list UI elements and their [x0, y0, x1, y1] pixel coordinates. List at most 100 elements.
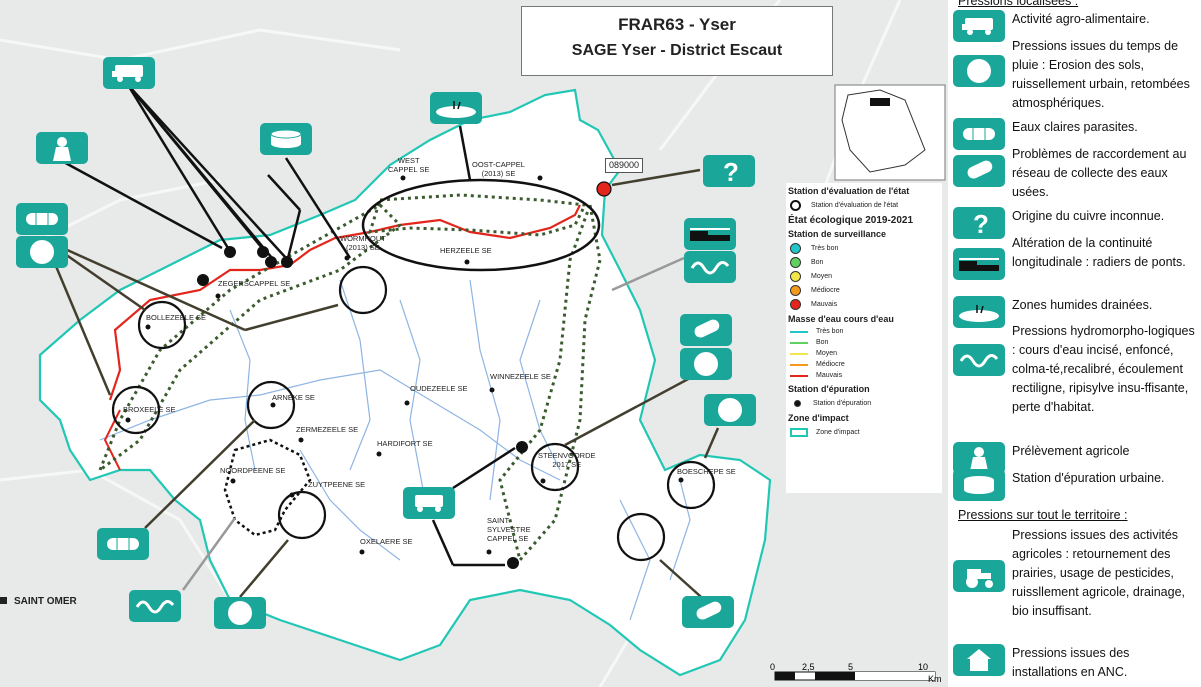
label-oost-cappel: OOST-CAPPEL (2013) SE: [472, 160, 525, 178]
basin-area: [38, 88, 772, 677]
intake-icon: [953, 442, 1005, 474]
map-subtitle: SAGE Yser - District Escaut: [571, 42, 783, 59]
section-localized-pressures: Pressions localisées :: [958, 0, 1079, 8]
map-title: FRAR63 - Yser: [618, 15, 736, 34]
label-noordpeene: NOORDPEENE SE: [220, 466, 286, 475]
legend-epur-heading: Station d'épuration: [788, 384, 870, 394]
label-steenvoorde: STEENVOORDE 2017 SE: [538, 451, 596, 469]
legend-eval-heading: Station d'évaluation de l'état: [788, 186, 910, 196]
scale-tick-1: 2,5: [802, 662, 815, 672]
house-icon: [953, 644, 1005, 676]
pressure-item-connection: Problèmes de raccordement au réseau de c…: [953, 145, 1197, 202]
wetland-icon: [953, 296, 1005, 328]
legend-line-medium: Moyen: [790, 348, 942, 359]
legend-zone-item: Zone d'impact: [790, 425, 942, 439]
pressure-item-agri-intake: Prélèvement agricole: [953, 442, 1197, 474]
weir-icon: [953, 248, 1005, 280]
map-meander-icon: [684, 251, 736, 283]
legend-circle-icon: [790, 199, 801, 211]
label-zuytpeene: ZUYTPEENE SE: [308, 480, 366, 489]
pressure-item-continuity: Altération de la continuité longitudinal…: [953, 234, 1197, 280]
map-truck-icon: [103, 57, 155, 89]
legend-line-very-good: Très bon: [790, 326, 942, 337]
map-tank-icon: [260, 123, 312, 155]
pressure-item-copper: ? Origine du cuivre inconnue.: [953, 207, 1197, 239]
map-erosion-blob-icon: [16, 236, 68, 268]
pressure-item-agrofood: Activité agro-alimentaire.: [953, 10, 1197, 42]
pressure-item-rain: Pressions issues du temps de pluie : Ero…: [953, 37, 1197, 113]
legend-line-good: Bon: [790, 337, 942, 348]
label-arneke: ARNEKE SE: [272, 393, 315, 402]
label-winnezeele: WINNEZEELE SE: [490, 372, 551, 381]
legend-line-bad: Mauvais: [790, 370, 942, 381]
tractor-icon: [953, 560, 1005, 592]
legend-surv-heading: Station de surveillance: [788, 229, 887, 239]
label-hardifort: HARDIFORT SE: [377, 439, 433, 448]
map-erosion-blob-icon-2: [680, 348, 732, 380]
legend-eval-item: Station d'évaluation de l'état: [790, 198, 942, 212]
legend-status-good: Bon: [790, 255, 942, 269]
map-erosion-blob-icon-4: [214, 597, 266, 629]
label-saint-omer: SAINT OMER: [14, 596, 77, 607]
label-herzeele: HERZEELE SE: [440, 246, 492, 255]
pipe-icon: [953, 118, 1005, 150]
station-code-label: 089000: [605, 158, 644, 173]
map-pipe-icon: [16, 203, 68, 235]
city-marker: [0, 597, 7, 604]
map-weir-icon: [684, 218, 736, 250]
label-zegerscappel: ZEGERSCAPPEL SE: [218, 279, 291, 288]
question-icon: ?: [953, 207, 1005, 239]
legend-status-medium: Moyen: [790, 269, 942, 283]
map-legend: Station d'évaluation de l'état Station d…: [786, 183, 942, 493]
map-intake-icon: [36, 132, 88, 164]
label-bollezeele: BOLLEZEELE SE: [146, 313, 207, 322]
monitoring-station-bad: [596, 181, 612, 197]
pressure-item-anc: Pressions issues des installations en AN…: [953, 644, 1197, 682]
scale-tick-0: 0: [770, 662, 776, 672]
truck-icon: [953, 10, 1005, 42]
section-territory-pressures: Pressions sur tout le territoire :: [958, 508, 1128, 522]
legend-status-poor: Médiocre: [790, 283, 942, 297]
map-question-icon: ?: [703, 155, 755, 187]
pressure-item-parasitic-water: Eaux claires parasites.: [953, 118, 1197, 150]
label-wormhout: WORMHOUT (2013) SE: [340, 234, 386, 252]
legend-status-bad: Mauvais: [790, 297, 942, 311]
label-boeschepe: BOESCHEPE SE: [677, 467, 736, 476]
map-broken-pipe-icon-2: [682, 596, 734, 628]
legend-status-very-good: Très bon: [790, 241, 942, 255]
pressure-item-wwtp: Station d'épuration urbaine.: [953, 469, 1197, 501]
svg-text:?: ?: [973, 209, 989, 237]
map-meander-icon-2: [129, 590, 181, 622]
svg-text:?: ?: [723, 157, 739, 185]
label-oudezeele: OUDEZEELE SE: [410, 384, 468, 393]
label-saint-sylvestre: SAINT SYLVESTRE CAPPEL SE: [487, 516, 531, 543]
map-wetland-icon: [430, 92, 482, 124]
label-zermezeele: ZERMEZEELE SE: [296, 425, 359, 434]
legend-masse-heading: Masse d'eau cours d'eau: [788, 314, 894, 324]
scale-tick-3: 10: [918, 662, 929, 672]
herzeele-zone: [361, 178, 601, 272]
legend-zone-icon: [790, 427, 808, 437]
pressure-item-hydromorpho: Pressions hydromorpho-logiques : cours d…: [953, 322, 1197, 417]
legend-epur-item: Station d'épuration: [790, 396, 942, 410]
map-erosion-blob-icon-3: [704, 394, 756, 426]
erosion-blob-icon: [953, 55, 1005, 87]
pressure-legend-panel: Pressions localisées : Activité agro-ali…: [948, 0, 1201, 687]
legend-etat-heading: État écologique 2019-2021: [788, 215, 914, 226]
legend-zone-heading: Zone d'impact: [788, 413, 849, 423]
label-broxeele: BROXEELE SE: [123, 405, 176, 414]
polluted-river: [108, 204, 581, 401]
legend-station-icon: [794, 399, 801, 407]
scale-unit: Km: [928, 674, 942, 684]
map-broken-pipe-icon: [680, 314, 732, 346]
pressure-item-wetlands: Zones humides drainées.: [953, 296, 1197, 328]
map-pipe-icon-2: [97, 528, 149, 560]
map-title-box: FRAR63 - Yser SAGE Yser - District Escau…: [521, 6, 833, 76]
map-truck-icon-2: [403, 487, 455, 519]
pressure-item-agriculture: Pressions issues des activités agricoles…: [953, 526, 1197, 621]
meander-icon: [953, 344, 1005, 376]
scale-tick-2: 5: [848, 662, 854, 672]
broken-pipe-icon: [953, 155, 1005, 187]
legend-line-poor: Médiocre: [790, 359, 942, 370]
label-west-cappel: WEST CAPPEL SE: [388, 156, 430, 174]
